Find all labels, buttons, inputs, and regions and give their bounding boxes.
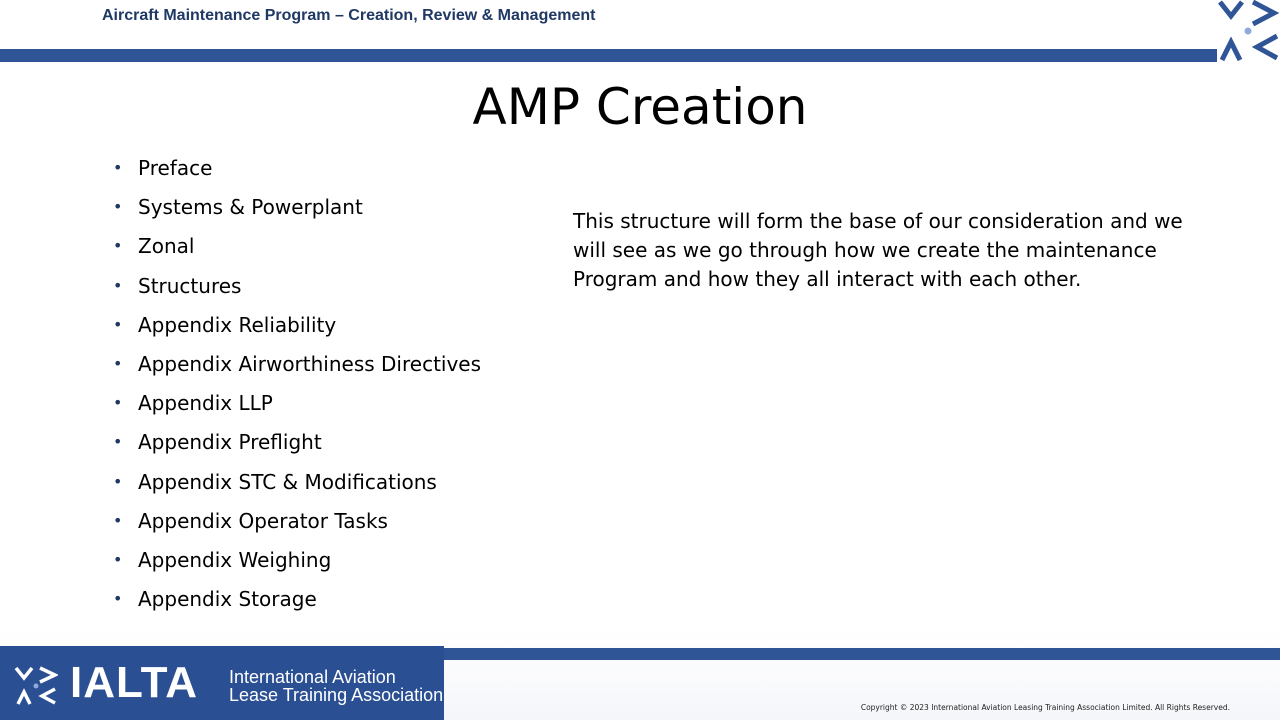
footer-bar	[444, 648, 1280, 660]
list-item-label: Appendix Airworthiness Directives	[138, 351, 482, 376]
bullet-icon: •	[113, 353, 123, 373]
header-bar	[0, 49, 1280, 62]
bullet-icon: •	[113, 510, 123, 530]
list-item: • Appendix Operator Tasks	[112, 506, 481, 545]
bullet-icon: •	[113, 314, 123, 334]
list-item: • Appendix Preflight	[112, 427, 481, 466]
brand-name: IALTA	[70, 658, 198, 707]
bullet-icon: •	[113, 589, 123, 609]
slide-title: AMP Creation	[472, 78, 808, 136]
body-line: This structure will form the base of our…	[573, 209, 1183, 233]
bullet-icon: •	[113, 236, 123, 256]
list-item-label: Structures	[138, 273, 242, 298]
list-item: • Zonal	[112, 231, 481, 270]
ialta-mark-icon	[14, 666, 58, 705]
list-item: • Appendix Reliability	[112, 310, 481, 349]
bullet-icon: •	[113, 158, 123, 177]
bullet-icon: •	[113, 549, 123, 569]
list-item-label: Appendix Preflight	[138, 430, 322, 455]
list-item: • Appendix Storage	[112, 584, 481, 623]
bullet-icon: •	[113, 393, 123, 413]
body-line: Program and how they all interact with e…	[573, 267, 1082, 291]
org-line: Lease Training Association	[229, 685, 444, 705]
list-item-label: Appendix LLP	[138, 391, 273, 416]
list-item-label: Appendix Storage	[138, 587, 317, 612]
bullet-icon: •	[113, 471, 123, 491]
list-item-label: Zonal	[138, 234, 195, 259]
body-paragraph: This structure will form the base of our…	[573, 207, 1183, 294]
list-item: • Appendix Airworthiness Directives	[112, 349, 481, 388]
bullet-icon: •	[113, 197, 123, 217]
footer-logo: IALTA International Aviation Lease Train…	[0, 646, 444, 720]
org-line: International Aviation	[229, 667, 396, 687]
list-item: • Structures	[112, 271, 481, 310]
organization-name: International Aviation Lease Training As…	[229, 668, 443, 704]
bullet-icon: •	[113, 275, 123, 295]
list-item-label: Appendix Reliability	[138, 312, 337, 337]
list-item-label: Appendix Operator Tasks	[138, 508, 388, 533]
list-item: • Systems & Powerplant	[112, 192, 481, 231]
ialta-mark-icon	[1217, 0, 1280, 62]
list-item-label: Systems & Powerplant	[138, 195, 363, 220]
list-item: • Appendix LLP	[112, 388, 481, 427]
list-item-label: Appendix Weighing	[138, 547, 332, 572]
list-item-label: Appendix STC & Modifications	[138, 469, 437, 494]
list-item: • Preface	[112, 153, 481, 192]
list-item-label: Preface	[138, 156, 213, 180]
list-item: • Appendix Weighing	[112, 545, 481, 584]
bullet-icon: •	[113, 432, 123, 452]
list-item: • Appendix STC & Modifications	[112, 467, 481, 506]
body-line: will see as we go through how we create …	[573, 238, 1157, 262]
copyright-notice: Copyright © 2023 International Aviation …	[860, 703, 1230, 712]
topic-list: • Preface • Systems & Powerplant • Zonal • S…	[112, 153, 481, 623]
header-title: Aircraft Maintenance Program – Creation,…	[102, 7, 596, 24]
